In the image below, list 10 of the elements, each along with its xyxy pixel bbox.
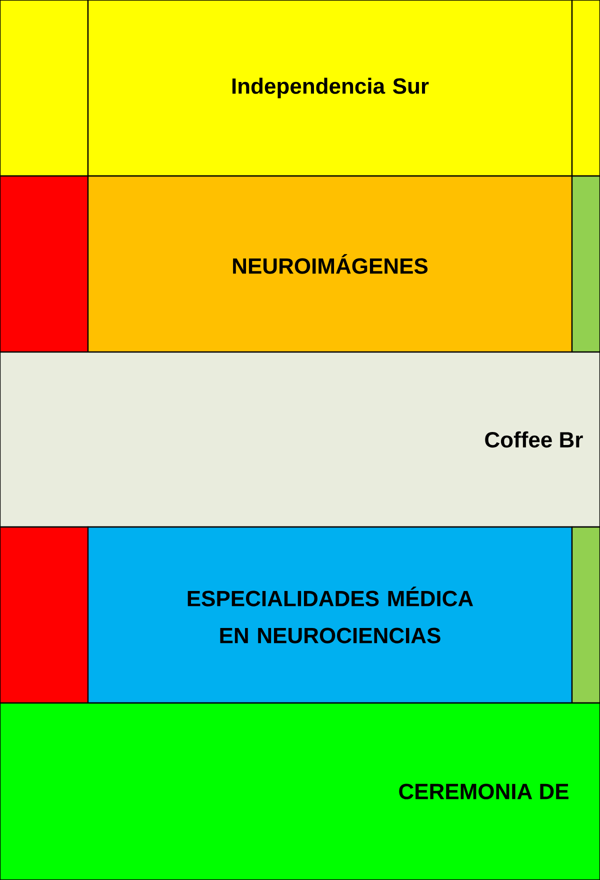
schedule-cell (571, 175, 600, 353)
schedule-cell (0, 0, 89, 177)
schedule-cell (0, 526, 89, 704)
schedule-cell (571, 0, 600, 177)
ceremony-band: CEREMONIA DE (0, 702, 600, 880)
schedule-cell (0, 175, 89, 353)
break-band: Coffee Br (0, 351, 600, 528)
schedule-cell (571, 526, 600, 704)
session-cell: ESPECIALIDADES MÉDICA EN NEUROCIENCIAS (87, 526, 573, 704)
session-cell: NEUROIMÁGENES (87, 175, 573, 353)
